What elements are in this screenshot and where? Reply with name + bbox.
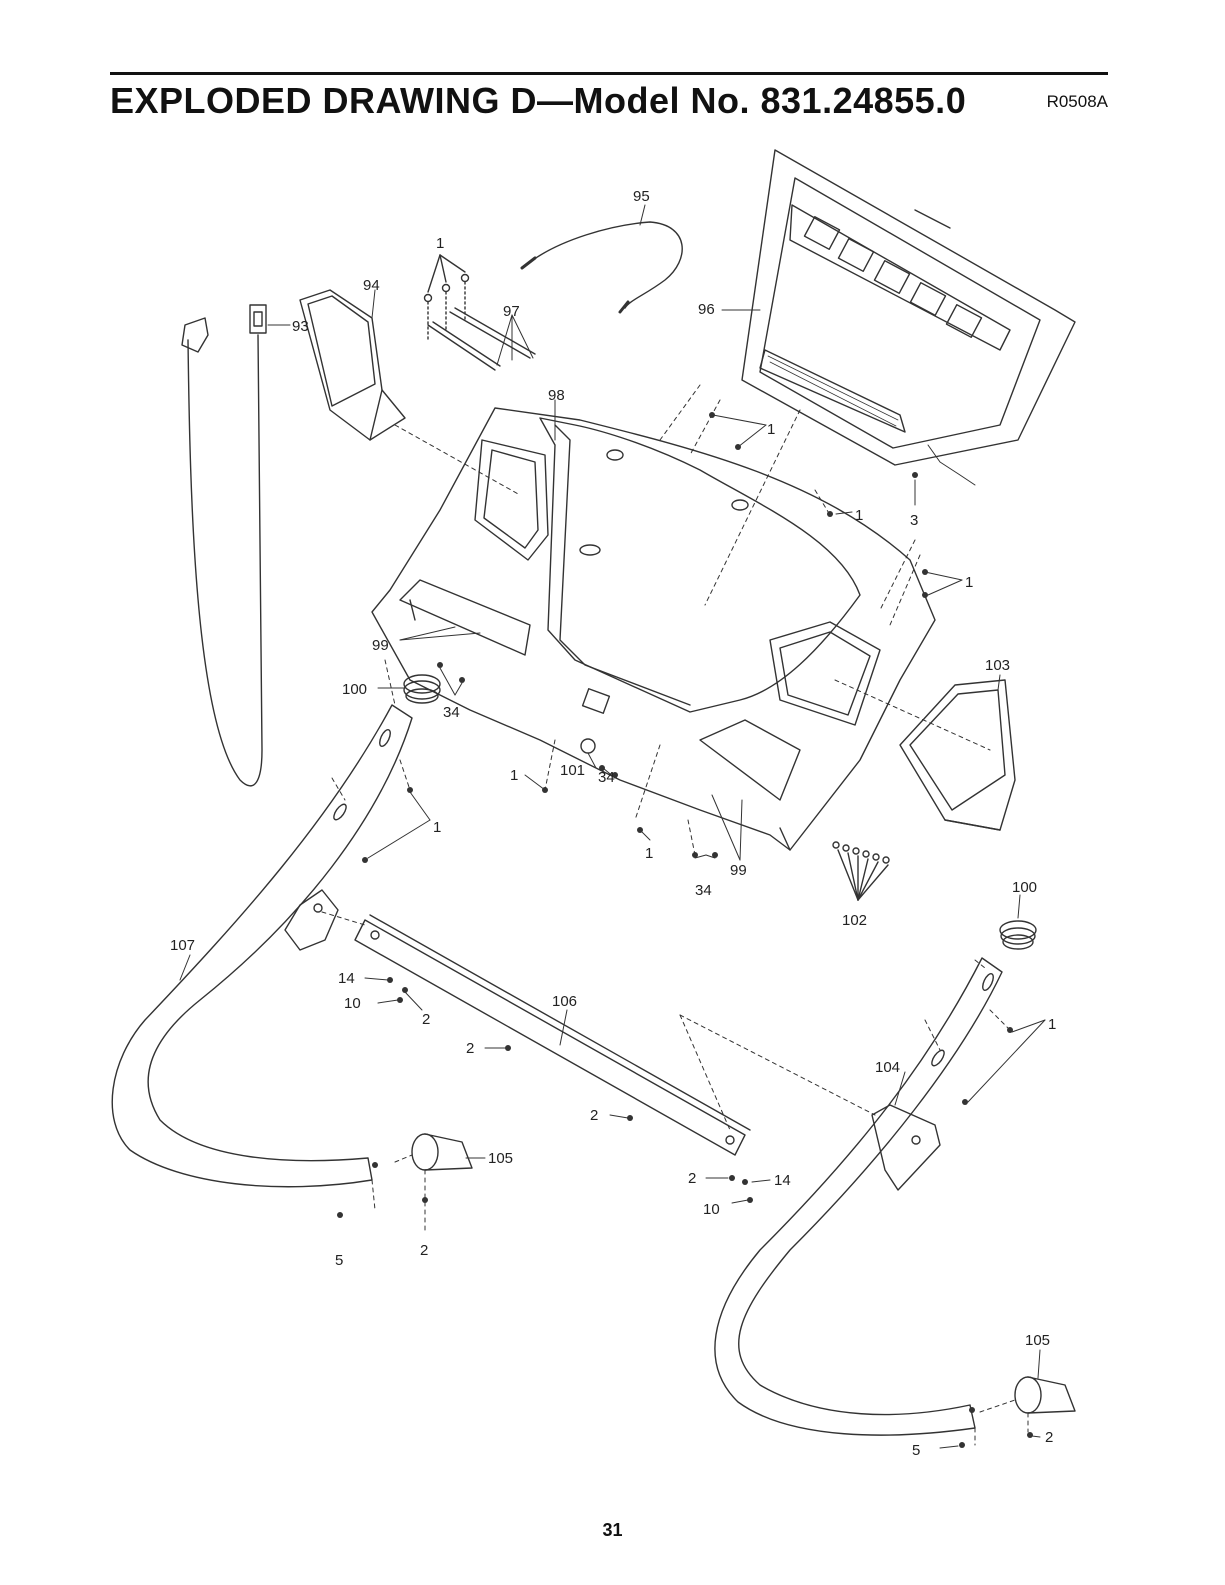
callout-105b: 105 <box>1025 1332 1050 1349</box>
callout-99b: 99 <box>730 862 747 879</box>
callout-1: 1 <box>436 235 444 252</box>
part-103-right-basket <box>900 680 1015 830</box>
part-100-caps <box>404 675 1036 949</box>
callout-2b: 2 <box>466 1040 474 1057</box>
callout-1d: 1 <box>965 574 973 591</box>
part-106-crossbar <box>355 915 750 1155</box>
callout-106: 106 <box>552 993 577 1010</box>
callout-93: 93 <box>292 318 309 335</box>
part-107-left-handrail <box>112 705 412 1187</box>
callout-94: 94 <box>363 277 380 294</box>
part-95-wire <box>522 222 682 312</box>
callout-1e: 1 <box>433 819 441 836</box>
part-105-end-caps <box>412 1134 1075 1413</box>
part-98-console-base <box>372 408 935 850</box>
part-94-left-basket <box>300 290 405 440</box>
callout-1c: 1 <box>855 507 863 524</box>
callout-2c: 2 <box>590 1107 598 1124</box>
callout-1g: 1 <box>645 845 653 862</box>
callout-1b: 1 <box>767 421 775 438</box>
callout-labels: 1 95 94 97 96 98 1 1 3 93 1 99 100 34 10… <box>170 188 1056 1459</box>
callout-34: 34 <box>443 704 460 721</box>
part-96-console-bezel <box>742 150 1075 485</box>
callout-5: 5 <box>335 1252 343 1269</box>
callout-100: 100 <box>342 681 367 698</box>
part-101-switch <box>581 739 595 753</box>
callout-10: 10 <box>344 995 361 1012</box>
leader-lines <box>180 205 1045 1448</box>
callout-2e: 2 <box>420 1242 428 1259</box>
callout-95: 95 <box>633 188 650 205</box>
page-number: 31 <box>0 1520 1225 1541</box>
callout-99: 99 <box>372 637 389 654</box>
callout-107: 107 <box>170 937 195 954</box>
callout-96: 96 <box>698 301 715 318</box>
callout-3: 3 <box>910 512 918 529</box>
callout-1h: 1 <box>1048 1016 1056 1033</box>
callout-10b: 10 <box>703 1201 720 1218</box>
callout-34b: 34 <box>598 769 615 786</box>
callout-103: 103 <box>985 657 1010 674</box>
part-93-sensor-cable <box>182 305 266 786</box>
callout-5b: 5 <box>912 1442 920 1459</box>
screws <box>337 412 1033 1448</box>
callout-14b: 14 <box>774 1172 791 1189</box>
callout-2f: 2 <box>1045 1429 1053 1446</box>
callout-100b: 100 <box>1012 879 1037 896</box>
callout-101: 101 <box>560 762 585 779</box>
callout-102: 102 <box>842 912 867 929</box>
callout-1f: 1 <box>510 767 518 784</box>
callout-105: 105 <box>488 1150 513 1167</box>
part-104-right-handrail <box>715 958 1002 1435</box>
callout-97: 97 <box>503 303 520 320</box>
part-102-screws <box>833 842 889 900</box>
callout-104: 104 <box>875 1059 900 1076</box>
callout-14: 14 <box>338 970 355 987</box>
callout-34c: 34 <box>695 882 712 899</box>
assembly-lines <box>322 385 1028 1445</box>
callout-2: 2 <box>422 1011 430 1028</box>
callout-2d: 2 <box>688 1170 696 1187</box>
callout-98: 98 <box>548 387 565 404</box>
